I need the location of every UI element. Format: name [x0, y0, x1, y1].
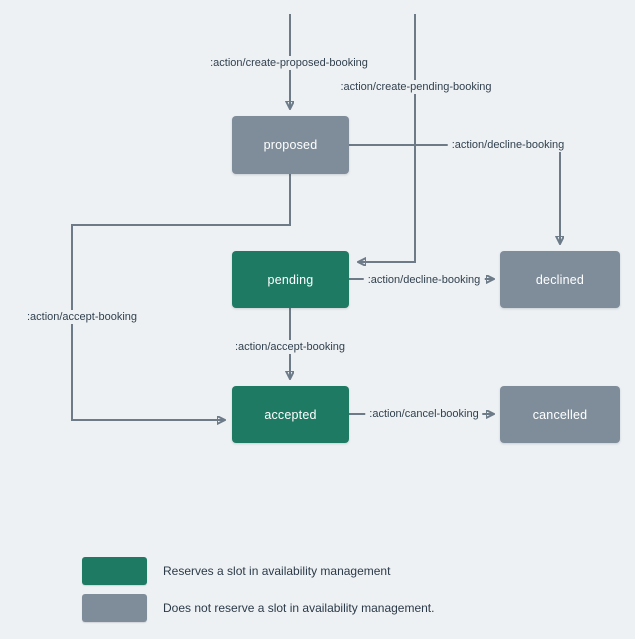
state-node-pending: pending — [232, 251, 349, 308]
edge-label-create-proposed-booking: :action/create-proposed-booking — [206, 56, 372, 70]
legend-label-non-reserving: Does not reserve a slot in availability … — [163, 601, 435, 615]
state-node-declined: declined — [500, 251, 620, 308]
legend-row-non-reserving: Does not reserve a slot in availability … — [82, 594, 434, 622]
state-node-cancelled: cancelled — [500, 386, 620, 443]
state-node-pending-label: pending — [267, 272, 314, 287]
state-node-proposed-label: proposed — [263, 138, 318, 152]
edge-label-cancel-booking: :action/cancel-booking — [365, 407, 483, 421]
edge-label-create-pending-booking: :action/create-pending-booking — [336, 80, 496, 94]
state-node-accepted-label: accepted — [264, 407, 317, 422]
legend-swatch-non-reserving — [82, 594, 147, 622]
edge-label-decline-booking-from-proposed: :action/decline-booking — [447, 138, 569, 152]
state-node-accepted: accepted — [232, 386, 349, 443]
edge-proposed-declined — [349, 144, 560, 243]
state-node-proposed: proposed — [232, 116, 349, 174]
edge-label-accept-booking-from-pending: :action/accept-booking — [230, 340, 350, 354]
legend-swatch-reserving — [82, 557, 147, 585]
state-node-cancelled-label: cancelled — [532, 407, 588, 422]
edge-label-decline-booking-from-pending: :action/decline-booking — [363, 273, 485, 287]
legend-label-reserving: Reserves a slot in availability manageme… — [163, 564, 391, 578]
edge-label-accept-booking-from-proposed: :action/accept-booking — [22, 310, 142, 324]
edge-create-pending — [359, 14, 416, 262]
legend-row-reserving: Reserves a slot in availability manageme… — [82, 557, 390, 585]
state-node-declined-label: declined — [535, 272, 585, 287]
